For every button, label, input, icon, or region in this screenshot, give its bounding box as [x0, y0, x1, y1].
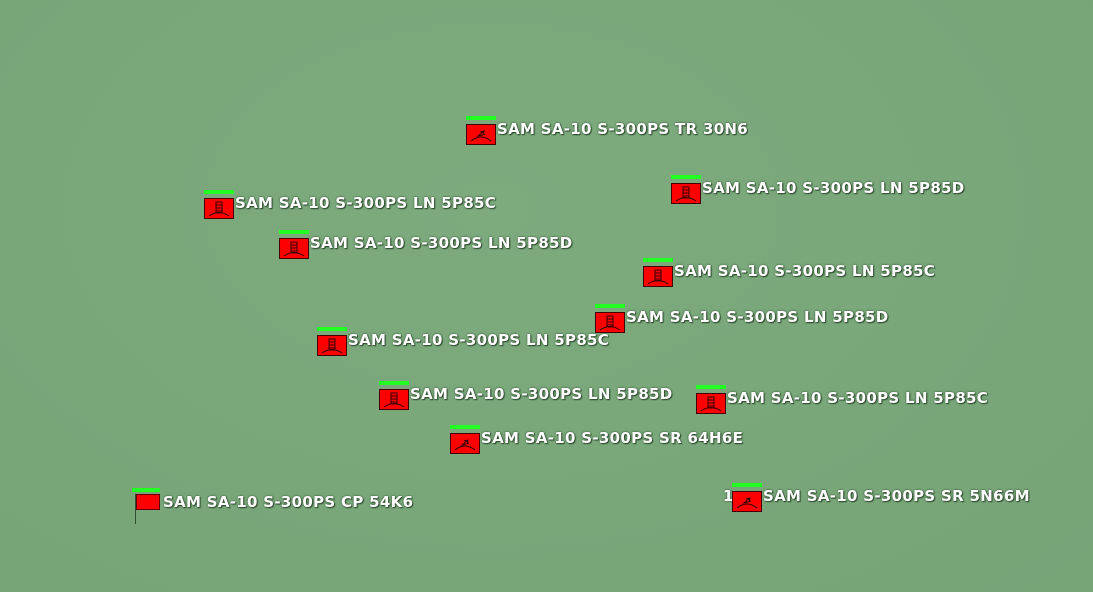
launcher-icon[interactable]: [671, 183, 701, 204]
unit-sr-64h6e[interactable]: SAM SA-10 S-300PS SR 64H6E: [450, 425, 743, 454]
unit-label: SAM SA-10 S-300PS LN 5P85C: [674, 262, 936, 280]
unit-label: SAM SA-10 S-300PS CP 54K6: [163, 493, 414, 511]
unit-ln-5p85c[interactable]: SAM SA-10 S-300PS LN 5P85C: [317, 327, 609, 356]
health-bar: [379, 381, 409, 385]
health-bar: [279, 230, 309, 234]
health-bar: [732, 483, 762, 487]
flag-icon[interactable]: [136, 494, 160, 510]
health-bar: [204, 190, 234, 194]
launcher-icon[interactable]: [317, 335, 347, 356]
unit-label: SAM SA-10 S-300PS LN 5P85D: [702, 179, 965, 197]
unit-label: SAM SA-10 S-300PS LN 5P85D: [410, 385, 673, 403]
unit-tr-30n6[interactable]: SAM SA-10 S-300PS TR 30N6: [466, 116, 748, 145]
flag-pole: [135, 494, 136, 524]
group-number: 1: [723, 487, 734, 505]
unit-label: SAM SA-10 S-300PS LN 5P85D: [626, 308, 889, 326]
unit-ln-5p85d[interactable]: SAM SA-10 S-300PS LN 5P85D: [379, 381, 672, 410]
health-bar: [671, 175, 701, 179]
launcher-icon[interactable]: [595, 312, 625, 333]
launcher-icon[interactable]: [643, 266, 673, 287]
health-bar: [317, 327, 347, 331]
launcher-icon[interactable]: [696, 393, 726, 414]
radar-icon[interactable]: [732, 491, 762, 512]
unit-label: SAM SA-10 S-300PS LN 5P85D: [310, 234, 573, 252]
unit-ln-5p85c[interactable]: SAM SA-10 S-300PS LN 5P85C: [643, 258, 935, 287]
unit-sr-5n66m[interactable]: 1 SAM SA-10 S-300PS SR 5N66M: [723, 483, 1030, 512]
unit-cp-54k6[interactable]: SAM SA-10 S-300PS CP 54K6: [132, 488, 413, 524]
unit-ln-5p85d[interactable]: SAM SA-10 S-300PS LN 5P85D: [595, 304, 888, 333]
launcher-icon[interactable]: [204, 198, 234, 219]
radar-icon[interactable]: [466, 124, 496, 145]
unit-ln-5p85d[interactable]: SAM SA-10 S-300PS LN 5P85D: [279, 230, 572, 259]
unit-label: SAM SA-10 S-300PS SR 5N66M: [763, 487, 1030, 505]
unit-ln-5p85c[interactable]: SAM SA-10 S-300PS LN 5P85C: [204, 190, 496, 219]
health-bar: [595, 304, 625, 308]
launcher-icon[interactable]: [379, 389, 409, 410]
unit-label: SAM SA-10 S-300PS LN 5P85C: [235, 194, 497, 212]
health-bar: [466, 116, 496, 120]
health-bar: [450, 425, 480, 429]
unit-label: SAM SA-10 S-300PS SR 64H6E: [481, 429, 744, 447]
launcher-icon[interactable]: [279, 238, 309, 259]
unit-label: SAM SA-10 S-300PS LN 5P85C: [727, 389, 989, 407]
unit-ln-5p85c[interactable]: SAM SA-10 S-300PS LN 5P85C: [696, 385, 988, 414]
unit-label: SAM SA-10 S-300PS LN 5P85C: [348, 331, 610, 349]
radar-icon[interactable]: [450, 433, 480, 454]
unit-ln-5p85d[interactable]: SAM SA-10 S-300PS LN 5P85D: [671, 175, 964, 204]
health-bar: [132, 488, 160, 492]
health-bar: [696, 385, 726, 389]
unit-label: SAM SA-10 S-300PS TR 30N6: [497, 120, 749, 138]
health-bar: [643, 258, 673, 262]
